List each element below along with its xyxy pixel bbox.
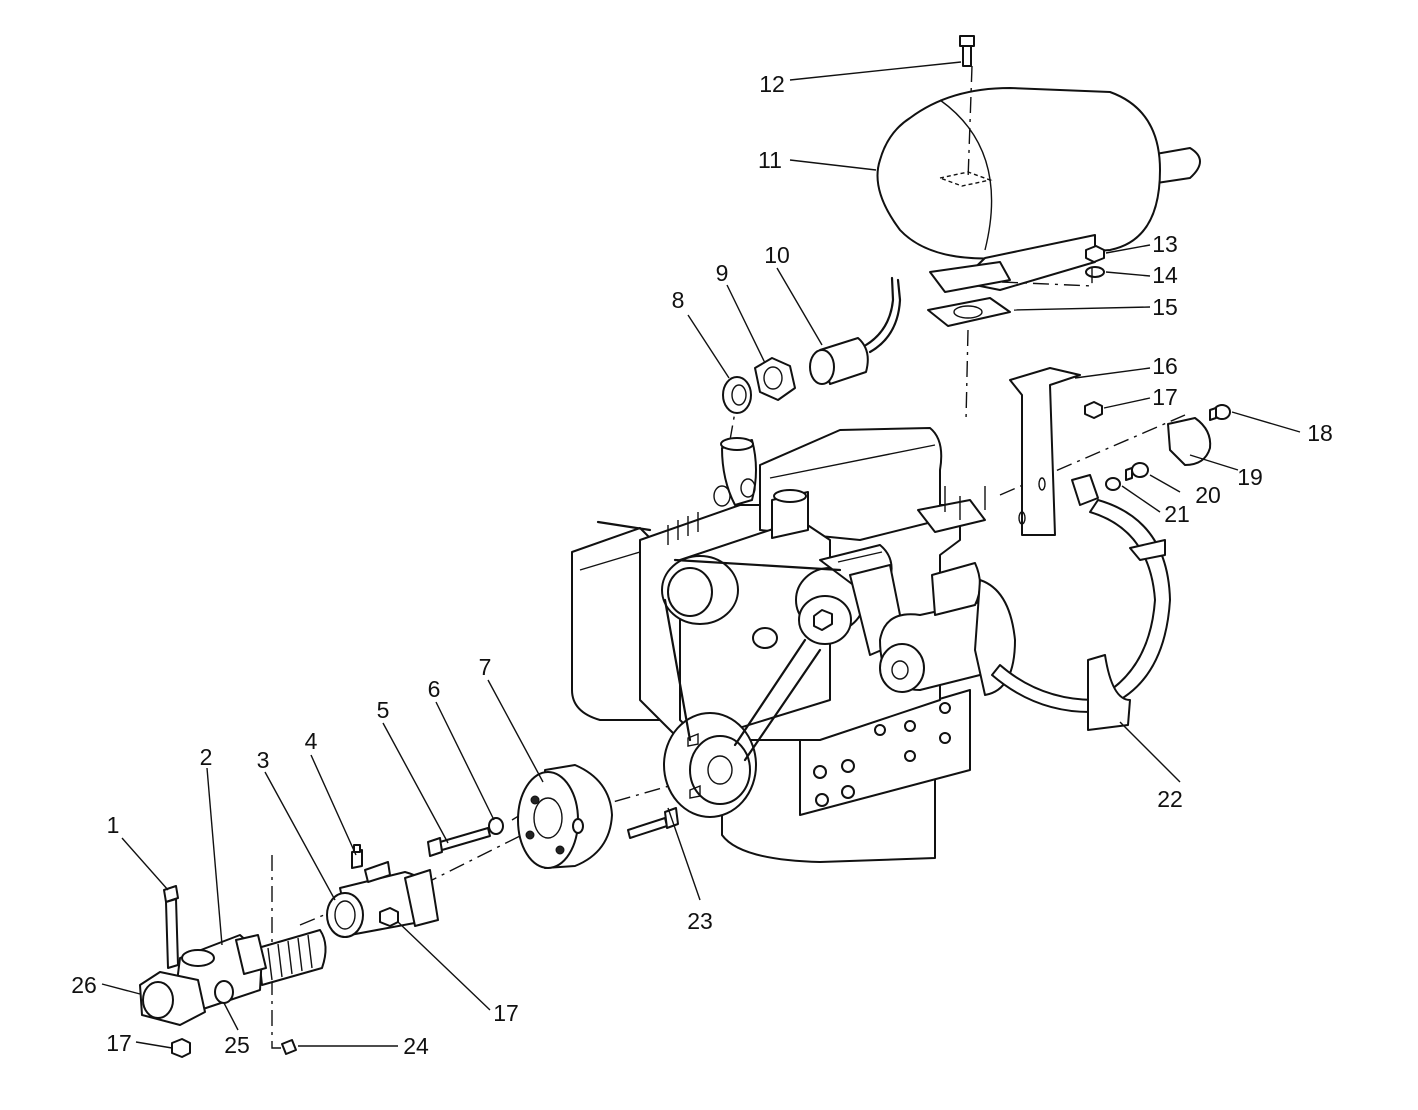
callout-8: 8 bbox=[672, 287, 685, 313]
callout-17-bracket: 17 bbox=[1152, 384, 1178, 410]
callout-18: 18 bbox=[1307, 420, 1333, 446]
nut-13 bbox=[1085, 245, 1105, 263]
small-bracket bbox=[1071, 474, 1099, 506]
nut-17-tube bbox=[379, 907, 399, 927]
callout-1: 1 bbox=[107, 812, 120, 838]
coupler-7 bbox=[517, 764, 613, 869]
callout-21: 21 bbox=[1164, 501, 1190, 527]
muffler bbox=[876, 87, 1201, 293]
callout-16: 16 bbox=[1152, 353, 1178, 379]
engine bbox=[571, 427, 1016, 863]
tube-3 bbox=[326, 861, 439, 938]
callout-6: 6 bbox=[428, 676, 441, 702]
splined-shaft bbox=[257, 929, 327, 986]
callout-20: 20 bbox=[1195, 482, 1221, 508]
washer-8 bbox=[722, 376, 752, 414]
yoke-26 bbox=[139, 971, 206, 1026]
callout-4: 4 bbox=[305, 728, 318, 754]
bolt-12 bbox=[959, 35, 975, 67]
callout-17-yoke: 17 bbox=[106, 1030, 132, 1056]
callout-10: 10 bbox=[764, 242, 790, 268]
fitting-24 bbox=[281, 1039, 297, 1055]
washer-21 bbox=[1105, 477, 1121, 491]
band-clamp-22 bbox=[991, 499, 1171, 731]
nut-17-yoke bbox=[171, 1038, 191, 1058]
callout-11: 11 bbox=[758, 147, 782, 173]
bolt-1 bbox=[163, 885, 179, 969]
grease-fitting-4 bbox=[351, 844, 363, 869]
callout-26: 26 bbox=[71, 972, 97, 998]
callout-15: 15 bbox=[1152, 294, 1178, 320]
callout-12: 12 bbox=[759, 71, 785, 97]
callout-3: 3 bbox=[257, 747, 270, 773]
washer-14 bbox=[1085, 266, 1105, 278]
bracket-16 bbox=[1009, 367, 1081, 536]
callout-19: 19 bbox=[1237, 464, 1263, 490]
callout-22: 22 bbox=[1157, 786, 1183, 812]
leader-lines bbox=[101, 61, 1301, 1049]
callout-7: 7 bbox=[479, 654, 492, 680]
gasket-15 bbox=[927, 297, 1011, 327]
washer-6 bbox=[488, 817, 504, 835]
bearing-25 bbox=[214, 980, 234, 1004]
callout-5: 5 bbox=[377, 697, 390, 723]
callout-17-tube: 17 bbox=[493, 1000, 519, 1026]
nut-9 bbox=[754, 357, 796, 401]
callout-13: 13 bbox=[1152, 231, 1178, 257]
callout-2: 2 bbox=[200, 744, 213, 770]
bolt-18 bbox=[1209, 404, 1231, 421]
sender-10 bbox=[809, 276, 902, 385]
clamp-19 bbox=[1167, 417, 1212, 466]
callout-14: 14 bbox=[1152, 262, 1178, 288]
nut-17-bracket bbox=[1084, 401, 1103, 419]
callout-23: 23 bbox=[687, 908, 713, 934]
callout-24: 24 bbox=[403, 1033, 429, 1059]
bolt-20 bbox=[1125, 462, 1149, 481]
callout-labels: 1 2 3 4 5 6 7 8 9 10 11 12 13 14 15 16 1… bbox=[71, 71, 1333, 1059]
bolt-23 bbox=[627, 807, 679, 839]
callout-9: 9 bbox=[716, 260, 729, 286]
callout-25: 25 bbox=[224, 1032, 250, 1058]
bolt-5 bbox=[427, 827, 491, 857]
